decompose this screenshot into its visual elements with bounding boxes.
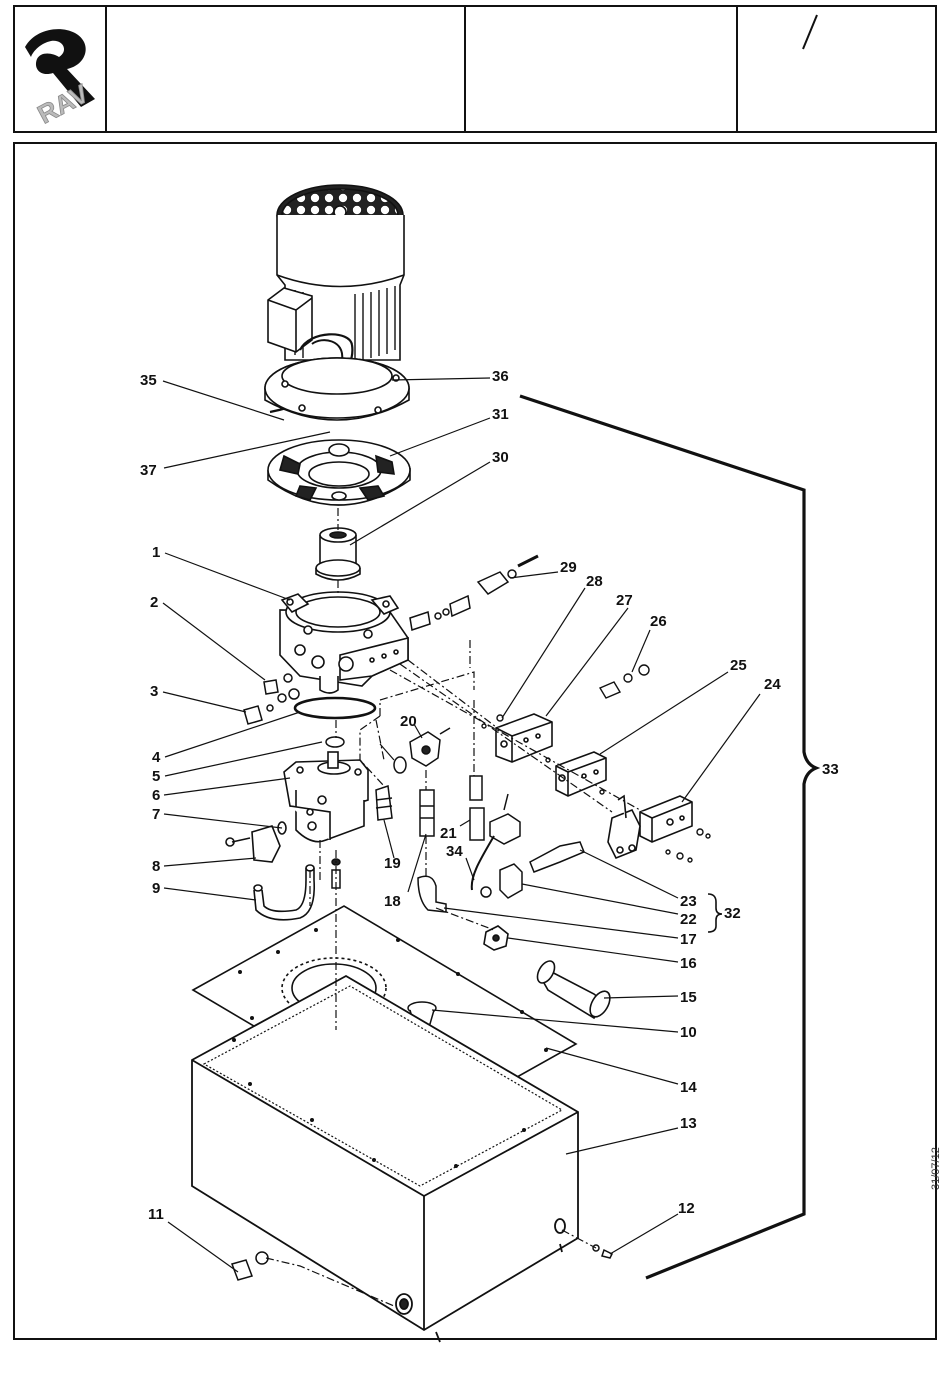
gear-pump bbox=[284, 752, 368, 842]
callout-26: 26 bbox=[650, 613, 667, 630]
callout-11: 11 bbox=[148, 1206, 164, 1223]
callout-1: 1 bbox=[152, 544, 160, 561]
callout-33: 33 bbox=[822, 761, 839, 778]
callout-15: 15 bbox=[680, 989, 697, 1006]
callout-6: 6 bbox=[152, 787, 160, 804]
callout-29: 29 bbox=[560, 559, 577, 576]
bracket-32 bbox=[708, 894, 722, 932]
callout-35: 35 bbox=[140, 372, 157, 389]
suction-elbow-hose bbox=[226, 822, 314, 920]
callout-18: 18 bbox=[384, 893, 401, 910]
bell-housing bbox=[268, 440, 410, 505]
callout-21: 21 bbox=[440, 825, 457, 842]
callout-30: 30 bbox=[492, 449, 509, 466]
callout-24: 24 bbox=[764, 676, 781, 693]
motor bbox=[265, 185, 409, 420]
callout-2: 2 bbox=[150, 594, 158, 611]
callout-16: 16 bbox=[680, 955, 697, 972]
callout-25: 25 bbox=[730, 657, 747, 674]
coupling bbox=[316, 528, 360, 580]
callout-12: 12 bbox=[678, 1200, 695, 1217]
callout-34: 34 bbox=[446, 843, 463, 860]
callout-7: 7 bbox=[152, 806, 160, 823]
relief-valve bbox=[410, 556, 538, 630]
callout-36: 36 bbox=[492, 368, 509, 385]
callout-14: 14 bbox=[680, 1079, 697, 1096]
flow-valve bbox=[410, 728, 450, 766]
callout-8: 8 bbox=[152, 858, 160, 875]
valve-blocks bbox=[496, 714, 692, 858]
callout-9: 9 bbox=[152, 880, 160, 897]
callout-10: 10 bbox=[680, 1024, 697, 1041]
callout-32: 32 bbox=[724, 905, 741, 922]
callout-20: 20 bbox=[400, 713, 417, 730]
callout-31: 31 bbox=[492, 406, 509, 423]
callout-23: 23 bbox=[680, 893, 697, 910]
pump-body bbox=[280, 592, 408, 693]
callout-4: 4 bbox=[152, 749, 161, 766]
callout-27: 27 bbox=[616, 592, 633, 609]
callout-3: 3 bbox=[150, 683, 158, 700]
callout-28: 28 bbox=[586, 573, 603, 590]
callout-22: 22 bbox=[680, 911, 697, 928]
callout-5: 5 bbox=[152, 768, 160, 785]
callout-17: 17 bbox=[680, 931, 697, 948]
callout-37: 37 bbox=[140, 462, 157, 479]
callout-19: 19 bbox=[384, 855, 401, 872]
callout-13: 13 bbox=[680, 1115, 697, 1132]
